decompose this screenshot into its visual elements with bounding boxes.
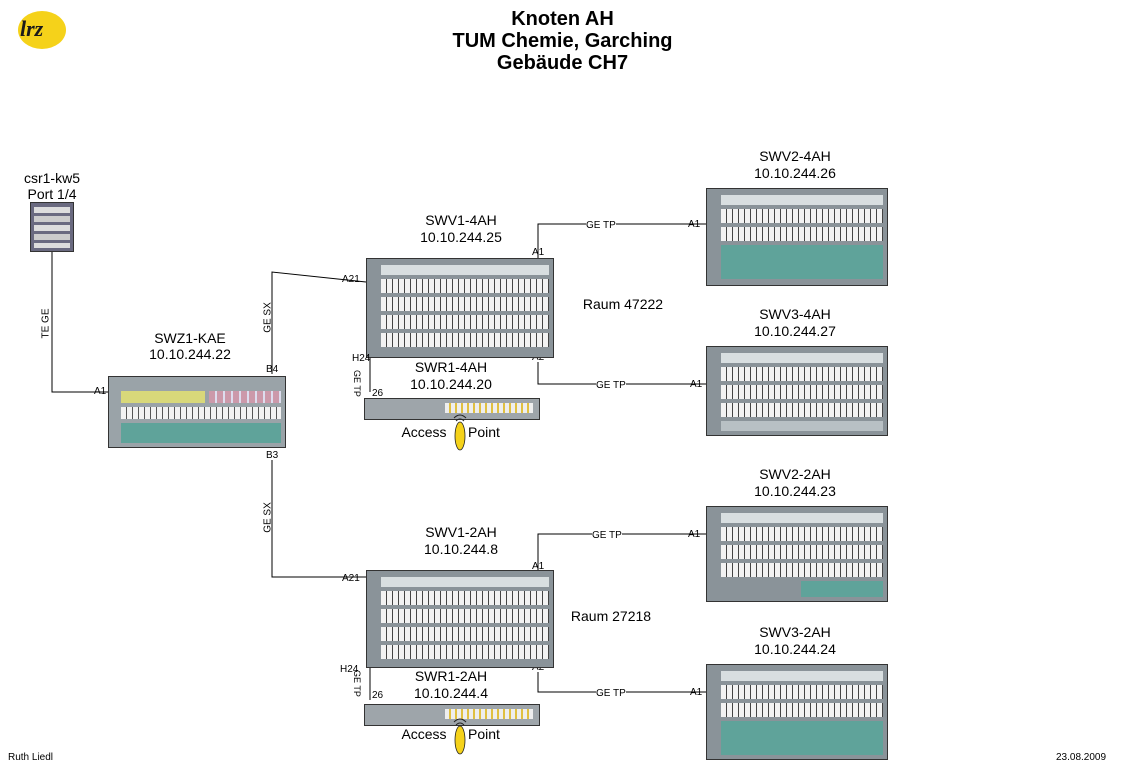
swv3-4-ip: 10.10.244.27 bbox=[730, 323, 860, 339]
core-ip: 10.10.244.22 bbox=[120, 346, 260, 362]
footer-date: 23.08.2009 bbox=[1056, 752, 1106, 763]
swv1-4-switch bbox=[366, 258, 554, 358]
swr1-4-ip: 10.10.244.20 bbox=[386, 376, 516, 392]
link-core-swv1-2 bbox=[272, 460, 366, 577]
swr1-4-name: SWR1-4AH bbox=[386, 359, 516, 375]
swv2-2-port-a1: A1 bbox=[688, 529, 700, 540]
getp-2-a1-label: GE TP bbox=[592, 528, 622, 544]
swv3-2-switch bbox=[706, 664, 888, 760]
swv3-4-name: SWV3-4AH bbox=[730, 306, 860, 322]
title-line-2: TUM Chemie, Garching bbox=[0, 30, 1125, 52]
room-27218: Raum 27218 bbox=[556, 608, 666, 624]
link-swv1-4-swv2 bbox=[538, 224, 706, 258]
swv1-2-switch bbox=[366, 570, 554, 668]
swv3-4-port-a1: A1 bbox=[690, 379, 702, 390]
core-name: SWZ1-KAE bbox=[120, 330, 260, 346]
title-line-1: Knoten AH bbox=[0, 8, 1125, 30]
swr1-2-ip: 10.10.244.4 bbox=[386, 685, 516, 701]
getp-4-a2-label: GE TP bbox=[596, 378, 626, 394]
swv1-2-port-a21: A21 bbox=[342, 573, 360, 584]
room-47222: Raum 47222 bbox=[568, 296, 678, 312]
router-icon bbox=[30, 202, 74, 252]
swv2-4-ip: 10.10.244.26 bbox=[730, 165, 860, 181]
swr1-4-link-label: GE TP bbox=[351, 370, 362, 397]
swv1-4-ip: 10.10.244.25 bbox=[396, 229, 526, 245]
core-switch bbox=[108, 376, 286, 448]
core-link-up-label: GE SX bbox=[263, 298, 274, 338]
ap-4-point-label: Point bbox=[464, 424, 504, 440]
swv1-4-name: SWV1-4AH bbox=[396, 212, 526, 228]
swv2-4-port-a1: A1 bbox=[688, 219, 700, 230]
getp-2-a2-label: GE TP bbox=[596, 686, 626, 702]
getp-4-a1-label: GE TP bbox=[586, 218, 616, 234]
swr1-2-link-label: GE TP bbox=[351, 670, 362, 697]
ap-2-point-label: Point bbox=[464, 726, 504, 742]
title-line-3: Gebäude CH7 bbox=[0, 52, 1125, 74]
core-link-down-label: GE SX bbox=[263, 498, 274, 538]
swv1-4-port-a21: A21 bbox=[342, 274, 360, 285]
swv2-4-name: SWV2-4AH bbox=[730, 148, 860, 164]
swr1-4-port-h24: H24 bbox=[352, 353, 370, 364]
swv3-4-switch bbox=[706, 346, 888, 436]
diagram-title: Knoten AH TUM Chemie, Garching Gebäude C… bbox=[0, 8, 1125, 74]
swv2-2-ip: 10.10.244.23 bbox=[730, 483, 860, 499]
swv3-2-port-a1: A1 bbox=[690, 687, 702, 698]
swv1-4-port-a1: A1 bbox=[532, 247, 544, 258]
swr1-2-port-26: 26 bbox=[372, 690, 383, 701]
ap-2-access-label: Access bbox=[400, 726, 448, 742]
swv2-2-name: SWV2-2AH bbox=[730, 466, 860, 482]
core-port-b3: B3 bbox=[266, 450, 278, 461]
core-port-b4: B4 bbox=[266, 364, 278, 375]
swr1-2-name: SWR1-2AH bbox=[386, 668, 516, 684]
swv3-2-ip: 10.10.244.24 bbox=[730, 641, 860, 657]
link-uplink bbox=[52, 250, 108, 392]
swv1-2-name: SWV1-2AH bbox=[396, 524, 526, 540]
uplink-name: csr1-kw5 bbox=[10, 170, 94, 186]
uplink-port: Port 1/4 bbox=[10, 186, 94, 202]
swv2-2-switch bbox=[706, 506, 888, 602]
uplink-link-label: TE GE bbox=[41, 304, 52, 344]
swv2-4-switch bbox=[706, 188, 888, 286]
swv1-2-ip: 10.10.244.8 bbox=[396, 541, 526, 557]
swv3-2-name: SWV3-2AH bbox=[730, 624, 860, 640]
footer-author: Ruth Liedl bbox=[8, 752, 53, 763]
link-swv1-2-swv2 bbox=[538, 534, 706, 572]
ap-4-access-label: Access bbox=[400, 424, 448, 440]
core-port-a1: A1 bbox=[94, 386, 106, 397]
